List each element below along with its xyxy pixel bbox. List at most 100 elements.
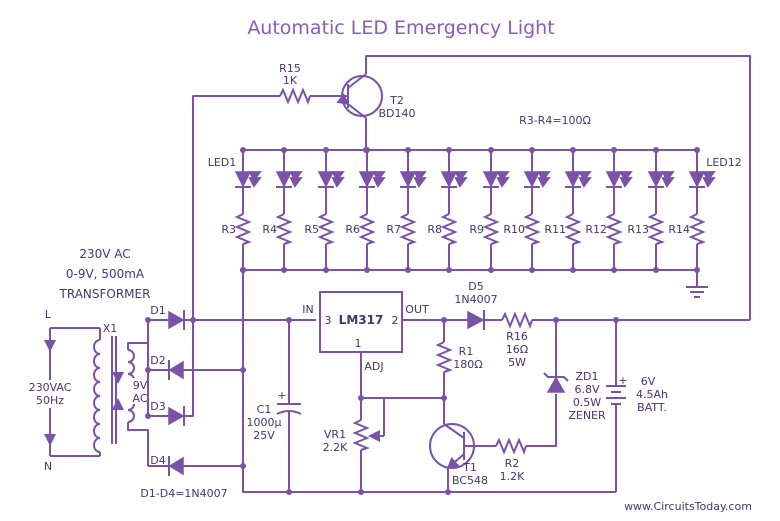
- led-diode: [234, 171, 252, 188]
- resistor-label: R5: [304, 223, 319, 236]
- zd1-zener-diode: [546, 376, 566, 393]
- battery-label: BATT.: [637, 401, 667, 414]
- r16-resistor: [501, 311, 533, 329]
- resistor-label: R11: [544, 223, 566, 236]
- vr1-ref: VR1: [324, 428, 346, 441]
- led-diode: [564, 171, 582, 188]
- lm317-adj: ADJ: [364, 360, 383, 373]
- led-resistor: [647, 213, 665, 245]
- led-resistor: [482, 213, 500, 245]
- r2-value: 1.2K: [500, 470, 525, 483]
- d2-label: D2: [150, 354, 165, 367]
- led-column: R13: [627, 147, 675, 273]
- t2-ref: T2: [389, 94, 404, 107]
- r16-ref: R16: [506, 330, 528, 343]
- resistor-label: R10: [503, 223, 525, 236]
- led-diode: [482, 171, 500, 188]
- led-column: R12: [585, 147, 633, 273]
- led-column: R9: [469, 147, 510, 273]
- terminal-n: N: [44, 460, 52, 473]
- led-diode: [647, 171, 665, 188]
- d1-diode: [168, 310, 185, 330]
- led-column: R11: [544, 147, 592, 273]
- r1-value: 180Ω: [453, 358, 482, 371]
- led-resistor: [275, 213, 293, 245]
- r15-resistor: [279, 87, 311, 105]
- led-resistor: [358, 213, 376, 245]
- secondary-voltage: 9V: [133, 379, 148, 392]
- lm317-pin-out: 2: [392, 314, 399, 327]
- d5-ref: D5: [468, 280, 483, 293]
- watermark: www.CircuitsToday.com: [624, 500, 752, 513]
- lm317-pin-in: 3: [325, 314, 332, 327]
- led-column: R14: [668, 147, 716, 273]
- d3-diode: [168, 406, 185, 426]
- vr1-value: 2.2K: [323, 441, 348, 454]
- r15-ref: R15: [279, 62, 301, 75]
- primary-frequency: 50Hz: [36, 394, 64, 407]
- vr1-potentiometer: [352, 419, 370, 451]
- battery-voltage: 6V: [641, 375, 656, 388]
- diagram-title: Automatic LED Emergency Light: [247, 17, 554, 39]
- ground-symbol: [686, 286, 708, 298]
- d3-label: D3: [150, 400, 165, 413]
- transformer-line2: 0-9V, 500mA: [66, 267, 145, 281]
- led-column: R5: [304, 147, 345, 273]
- r15-value: 1K: [283, 74, 298, 87]
- led-column: R7: [386, 147, 427, 273]
- zd1-value: 6.8V: [574, 383, 599, 396]
- r16-power: 5W: [508, 356, 526, 369]
- led-column: R6: [345, 147, 386, 273]
- led-diode: [275, 171, 293, 188]
- secondary-type: AC: [132, 392, 147, 405]
- led-diode: [317, 171, 335, 188]
- primary-voltage: 230VAC: [29, 381, 72, 394]
- r1-ref: R1: [459, 345, 474, 358]
- led-diode: [605, 171, 623, 188]
- battery-plus: +: [618, 374, 627, 387]
- lm317-in: IN: [302, 303, 313, 316]
- led-diode: [523, 171, 541, 188]
- led-diode: [358, 171, 376, 188]
- r16-value: 16Ω: [506, 343, 528, 356]
- d4-label: D4: [150, 454, 165, 467]
- d4-diode: [168, 456, 184, 476]
- transformer-primary-coil: [93, 339, 101, 453]
- led-resistor: [234, 213, 252, 245]
- resistor-label: R7: [386, 223, 401, 236]
- d5-value: 1N4007: [454, 293, 497, 306]
- transformer-ref: X1: [103, 322, 118, 335]
- terminal-l: L: [45, 308, 52, 321]
- d2-diode: [168, 360, 184, 380]
- led-resistor: [564, 213, 582, 245]
- led-column: R8: [427, 147, 468, 273]
- t1-value: BC548: [452, 474, 488, 487]
- resistor-label: R4: [262, 223, 277, 236]
- resistor-note: R3-R4=100Ω: [519, 114, 591, 127]
- led-resistor: [440, 213, 458, 245]
- led-diode: [440, 171, 458, 188]
- led-column: R10: [503, 147, 551, 273]
- c1-voltage: 25V: [253, 429, 275, 442]
- resistor-label: R3: [221, 223, 236, 236]
- lm317-name: LM317: [339, 313, 384, 327]
- transformer-line1: 230V AC: [79, 247, 130, 261]
- led-column: R4: [262, 147, 303, 273]
- led-first-label: LED1: [208, 156, 237, 169]
- diodes-note: D1-D4=1N4007: [140, 487, 227, 500]
- resistor-label: R12: [585, 223, 607, 236]
- resistor-label: R13: [627, 223, 649, 236]
- zd1-ref: ZD1: [575, 370, 598, 383]
- led-resistor: [399, 213, 417, 245]
- t2-value: BD140: [378, 107, 415, 120]
- resistor-label: R9: [469, 223, 484, 236]
- zd1-power: 0.5W: [573, 396, 601, 409]
- led-resistor: [523, 213, 541, 245]
- led-resistor: [605, 213, 623, 245]
- r1-resistor: [435, 341, 453, 373]
- c1-value: 1000μ: [247, 416, 282, 429]
- resistor-label: R6: [345, 223, 360, 236]
- lm317-out: OUT: [405, 303, 429, 316]
